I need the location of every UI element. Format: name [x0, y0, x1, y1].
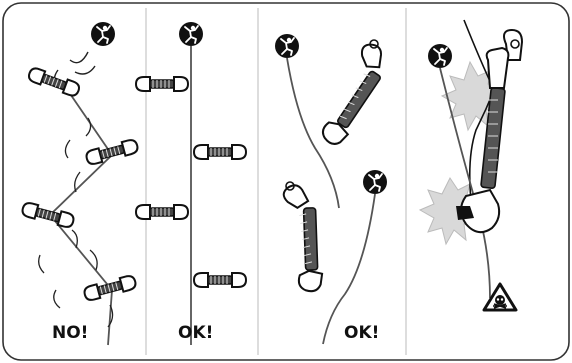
panel-ok-straight: OK!: [135, 21, 247, 345]
climber-icon: [274, 33, 300, 59]
rock-edge: [463, 19, 495, 211]
label-ok: OK!: [178, 323, 213, 343]
panel-ok-clip-orientation: OK!: [274, 33, 393, 345]
climber-icon: [362, 169, 388, 195]
rope: [322, 193, 376, 345]
rope: [286, 57, 340, 209]
bolt-hanger: [510, 39, 520, 49]
label-no: NO!: [52, 323, 88, 343]
motion-lines: [38, 117, 114, 328]
sling-stitching: [488, 99, 498, 173]
panel-danger: [418, 19, 524, 312]
bolt-hanger: [285, 181, 295, 191]
panel-no-zigzag: NO!: [20, 21, 140, 346]
carabiner-gate: [456, 206, 474, 220]
label-ok: OK!: [344, 323, 379, 343]
skull-warning-icon: [482, 282, 518, 312]
bolt-hanger: [369, 39, 379, 49]
climber-icon: [90, 21, 116, 47]
climber-icon: [178, 21, 204, 47]
gate-carabiner: [485, 46, 510, 89]
climber-icon: [427, 43, 453, 69]
